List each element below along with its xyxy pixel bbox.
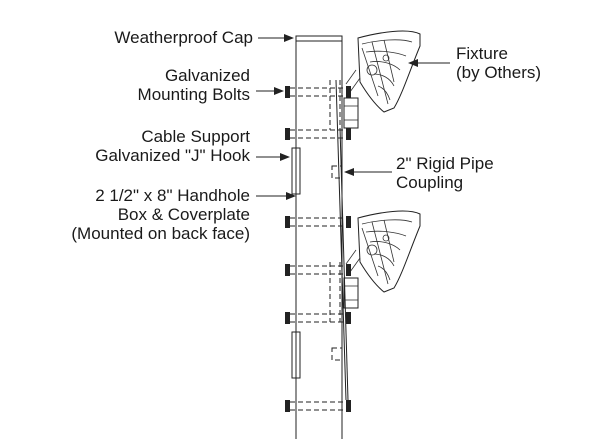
label-weatherproof-cap: Weatherproof Cap xyxy=(114,28,253,47)
label-fixture-line2: (by Others) xyxy=(456,63,542,82)
mounting-bolt-1 xyxy=(285,86,351,98)
label-bolts-line2: Mounting Bolts xyxy=(137,85,250,104)
mounting-bolt-5 xyxy=(285,312,351,324)
label-cable-support: Cable Support Galvanized "J" Hook xyxy=(95,127,250,165)
leader-cable xyxy=(256,153,290,161)
mounting-bolt-2 xyxy=(285,128,351,140)
leader-cap xyxy=(258,34,294,42)
label-handhole-line1: 2 1/2" x 8" Handhole xyxy=(95,186,250,205)
label-handhole-line3: (Mounted on back face) xyxy=(71,224,250,243)
leader-fixture xyxy=(408,59,450,67)
j-hook-lower xyxy=(291,331,301,379)
weatherproof-cap xyxy=(295,35,343,42)
label-mounting-bolts: Galvanized Mounting Bolts xyxy=(138,66,250,104)
label-coupling-line2: Coupling xyxy=(396,173,464,192)
label-handhole: 2 1/2" x 8" Handhole Box & Coverplate (M… xyxy=(71,186,250,243)
fixture-lower xyxy=(343,210,421,309)
label-handhole-line2: Box & Coverplate xyxy=(117,205,250,224)
conduit-pipe xyxy=(329,79,349,401)
mounting-bolt-4 xyxy=(285,264,351,276)
fixture-upper xyxy=(343,30,421,129)
j-hook-upper xyxy=(291,147,301,195)
label-bolts-line1: Galvanized xyxy=(164,66,250,85)
label-coupling-line1: 2" Rigid Pipe xyxy=(396,154,494,173)
label-cable-line2: Galvanized "J" Hook xyxy=(95,146,250,165)
leader-coupling xyxy=(344,168,392,176)
leader-bolts xyxy=(256,87,284,95)
mounting-bolt-3 xyxy=(285,216,351,228)
label-pipe-coupling: 2" Rigid Pipe Coupling xyxy=(396,154,494,192)
label-cable-line1: Cable Support xyxy=(141,127,250,146)
pipe-coupling-lower xyxy=(331,347,343,361)
pipe-coupling-upper xyxy=(331,165,343,179)
mounting-bolt-6 xyxy=(285,400,351,412)
label-fixture: Fixture (by Others) xyxy=(456,44,541,82)
label-fixture-line1: Fixture xyxy=(456,44,508,63)
leader-handhole xyxy=(256,192,296,200)
